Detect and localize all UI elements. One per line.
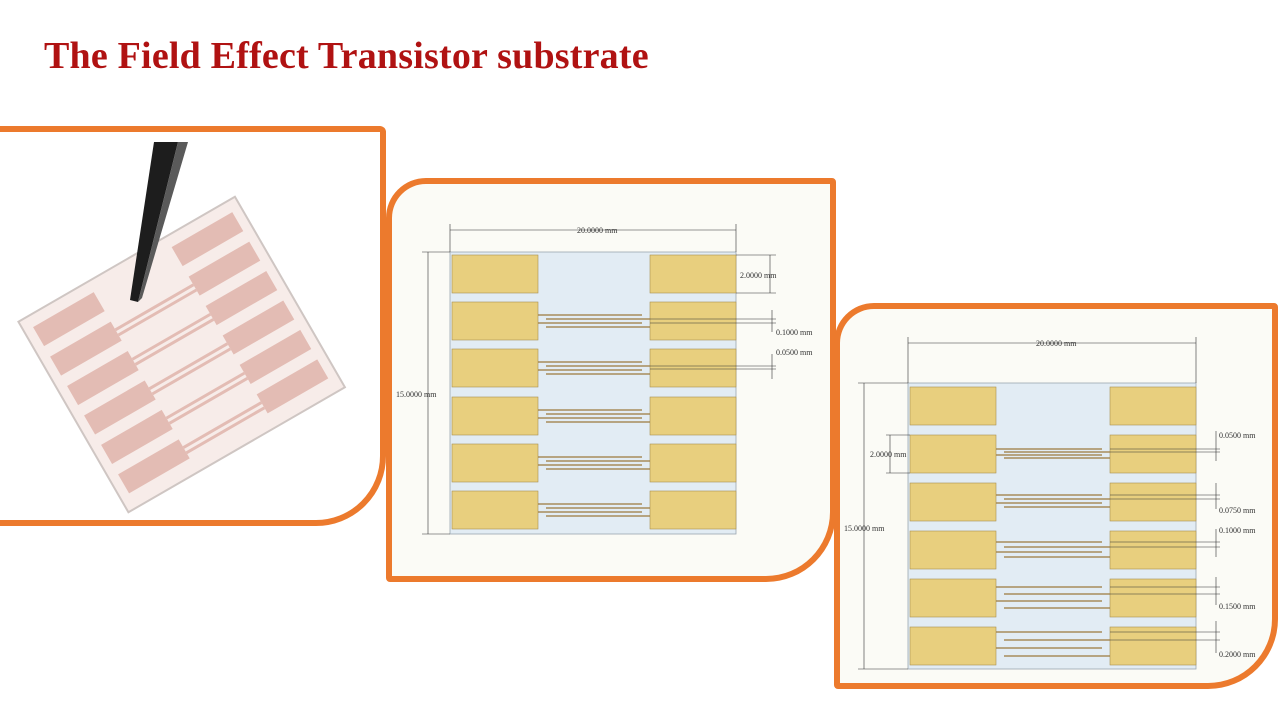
diagram-b-gap-label: 0.0500 mm	[1219, 431, 1256, 440]
diagram-b-gap-label: 0.0750 mm	[1219, 506, 1256, 515]
substrate-photo-frame	[0, 126, 386, 526]
diagram-b-gap-label: 0.2000 mm	[1219, 650, 1256, 659]
diagram-b-height-label: 15.0000 mm	[844, 524, 885, 533]
fet-layout-diagram-a: 20.0000 mm 15.0000 mm 2.0000 mm 0.1000 m…	[386, 178, 836, 582]
diagram-b-drawing: 20.0000 mm 15.0000 mm 2.0000 mm 0.0500 m…	[844, 337, 1256, 670]
substrate-photo	[17, 142, 347, 514]
diagram-a-pad-height-label: 2.0000 mm	[740, 271, 777, 280]
fet-layout-diagram-b: 20.0000 mm 15.0000 mm 2.0000 mm 0.0500 m…	[834, 303, 1278, 689]
diagram-b-pad-height-label: 2.0000 mm	[870, 450, 907, 459]
diagram-a-gap-label: 0.0500 mm	[776, 348, 813, 357]
diagram-b-width-label: 20.0000 mm	[1036, 339, 1077, 348]
slide-title: The Field Effect Transistor substrate	[44, 35, 649, 77]
diagram-a-width-label: 20.0000 mm	[577, 226, 618, 235]
diagram-b-gap-label: 0.1500 mm	[1219, 602, 1256, 611]
diagram-b-gap-label: 0.1000 mm	[1219, 526, 1256, 535]
diagram-a-gap-label: 0.1000 mm	[776, 328, 813, 337]
diagram-a-drawing: 20.0000 mm 15.0000 mm 2.0000 mm 0.1000 m…	[396, 224, 813, 535]
diagram-a-height-label: 15.0000 mm	[396, 390, 437, 399]
